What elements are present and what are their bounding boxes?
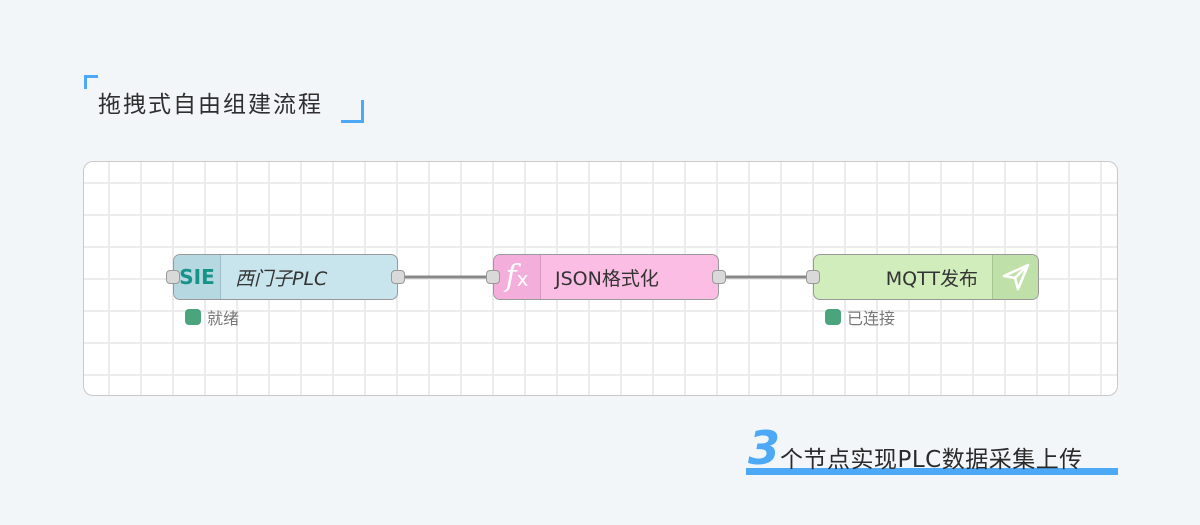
status-text: 就绪 [207,309,240,328]
bracket-top-left [84,75,98,89]
caption-underline [746,468,1118,475]
node-json-format[interactable]: fx JSON格式化 [486,254,726,300]
output-port[interactable] [712,270,726,284]
input-port[interactable] [166,270,180,284]
send-icon [992,255,1038,299]
input-port[interactable] [806,270,820,284]
node-status: 已连接 [825,305,895,329]
bracket-bottom-right [341,100,364,123]
node-siemens-plc[interactable]: SIE 西门子PLC [166,254,405,300]
caption-number: 3 [748,421,781,475]
flow-canvas[interactable]: SIE 西门子PLC 就绪 fx JSON格式化 MQTT发布 已连接 [83,161,1118,396]
caption-text: 个节点实现PLC数据采集上传 [780,447,1083,473]
status-text: 已连接 [847,309,896,328]
node-label: 西门子PLC [235,267,328,290]
node-mqtt-publish[interactable]: MQTT发布 [806,254,1039,300]
paper-plane-icon [1002,263,1029,291]
output-port[interactable] [391,270,405,284]
caption: 3 个节点实现PLC数据采集上传 [746,425,1118,475]
input-port[interactable] [486,270,500,284]
function-icon: fx [494,255,541,299]
status-dot-icon [825,309,841,325]
section-title: 拖拽式自由组建流程 [84,75,364,123]
node-label: MQTT发布 [885,267,978,290]
wires-layer [402,275,809,279]
status-dot-icon [185,309,201,325]
node-label: JSON格式化 [555,267,659,290]
section-title-text: 拖拽式自由组建流程 [98,92,323,118]
siemens-logo-icon: SIE [174,255,221,299]
node-status: 就绪 [185,305,239,329]
